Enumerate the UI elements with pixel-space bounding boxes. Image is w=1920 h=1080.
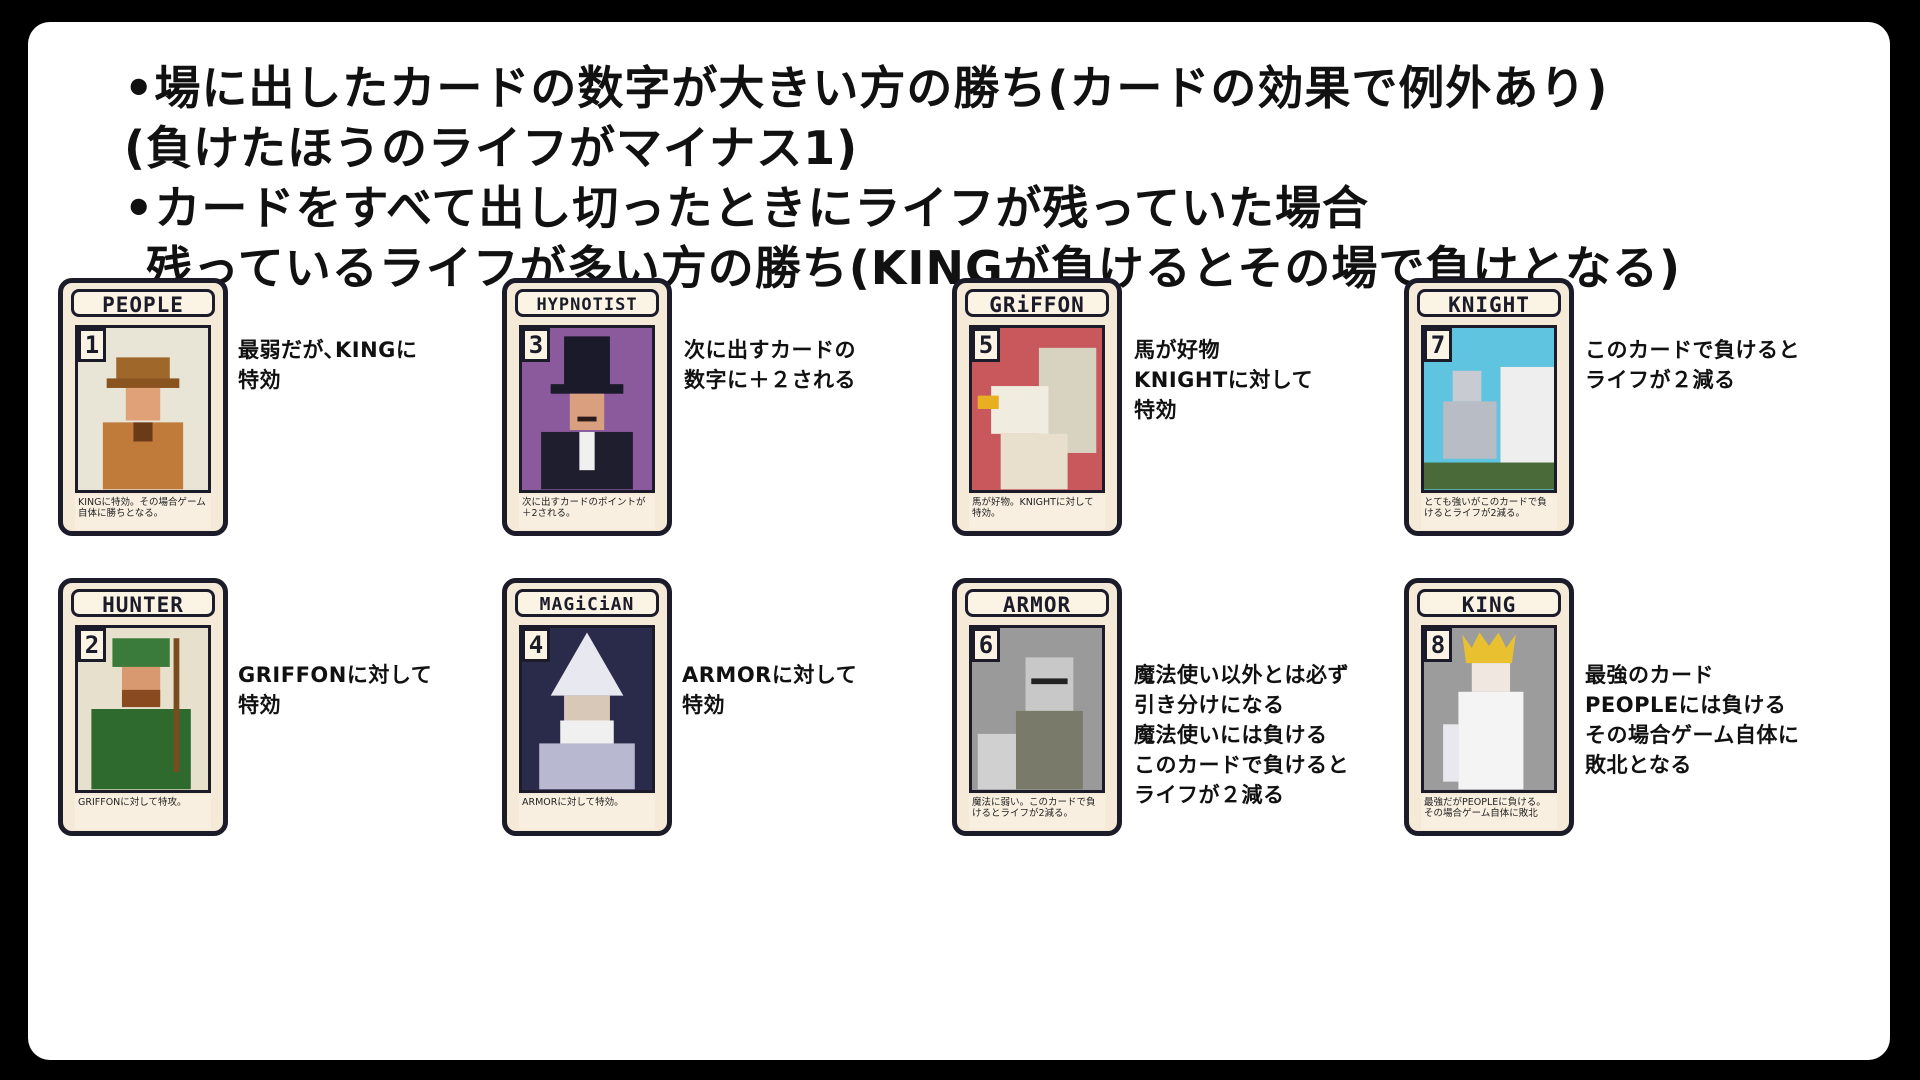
card-title: KNIGHT [1417,289,1561,317]
magician-icon [519,625,655,793]
card-number: 3 [522,328,550,362]
rules-slide: •場に出したカードの数字が大きい方の勝ち(カードの効果で例外あり) (負けたほう… [28,22,1890,1060]
card-effect-magician: ARMORに対して 特効 [682,663,858,717]
card-number: 7 [1424,328,1452,362]
rule-line-3: •カードをすべて出し切ったときにライフが残っていた場合 [124,181,1370,235]
card-hypnotist: HYPNOTIST 3 次に出すカードのポイントが＋2される。 [502,278,672,536]
card-king: KING 8 最強だがPEOPLEに負ける。その場合ゲーム自体に敗北 [1404,578,1574,836]
card-title: KING [1417,589,1561,617]
card-knight: KNIGHT 7 とても強いがこのカードで負けるとライフが2減る。 [1404,278,1574,536]
card-effect-hypnotist: 次に出すカードの 数字に＋２される [684,338,856,392]
card-number: 6 [972,628,1000,662]
card-hunter: HUNTER 2 GRIFFONに対して特攻。 [58,578,228,836]
card-title: HYPNOTIST [515,289,659,317]
card-description: 魔法に弱い。このカードで負けるとライフが2減る。 [969,795,1105,829]
hypnotist-icon [519,325,655,493]
card-title: HUNTER [71,589,215,617]
card-description: GRIFFONに対して特攻。 [75,795,211,829]
card-number: 8 [1424,628,1452,662]
card-title: GRiFFON [965,289,1109,317]
card-armor: ARMOR 6 魔法に弱い。このカードで負けるとライフが2減る。 [952,578,1122,836]
card-description: 馬が好物。KNIGHTに対して特効。 [969,495,1105,529]
card-number: 5 [972,328,1000,362]
rule-line-1: •場に出したカードの数字が大きい方の勝ち(カードの効果で例外あり) [124,61,1609,115]
card-griffon: GRiFFON 5 馬が好物。KNIGHTに対して特効。 [952,278,1122,536]
card-title: MAGiCiAN [515,589,659,617]
card-effect-knight: このカードで負けると ライフが２減る [1585,338,1800,392]
rule-line-2: (負けたほうのライフがマイナス1) [124,121,859,175]
card-description: KINGに特効。その場合ゲーム自体に勝ちとなる。 [75,495,211,529]
card-title: ARMOR [965,589,1109,617]
card-effect-hunter: GRIFFONに対して 特効 [238,663,433,717]
card-people: PEOPLE 1 KINGに特効。その場合ゲーム自体に勝ちとなる。 [58,278,228,536]
card-number: 4 [522,628,550,662]
card-description: 次に出すカードのポイントが＋2される。 [519,495,655,529]
card-description: 最強だがPEOPLEに負ける。その場合ゲーム自体に敗北 [1421,795,1557,829]
card-description: ARMORに対して特効。 [519,795,655,829]
card-number: 2 [78,628,106,662]
card-effect-people: 最弱だが､KINGに 特効 [238,338,418,392]
griffon-icon [969,325,1105,493]
card-title: PEOPLE [71,289,215,317]
card-effect-armor: 魔法使い以外とは必ず 引き分けになる 魔法使いには負ける このカードで負けると … [1134,663,1349,807]
card-effect-king: 最強のカード PEOPLEには負ける その場合ゲーム自体に 敗北となる [1585,663,1800,777]
card-magician: MAGiCiAN 4 ARMORに対して特効。 [502,578,672,836]
card-effect-griffon: 馬が好物 KNIGHTに対して 特効 [1134,338,1314,422]
rules-text: •場に出したカードの数字が大きい方の勝ち(カードの効果で例外あり) (負けたほう… [124,58,1884,298]
card-number: 1 [78,328,106,362]
card-description: とても強いがこのカードで負けるとライフが2減る。 [1421,495,1557,529]
